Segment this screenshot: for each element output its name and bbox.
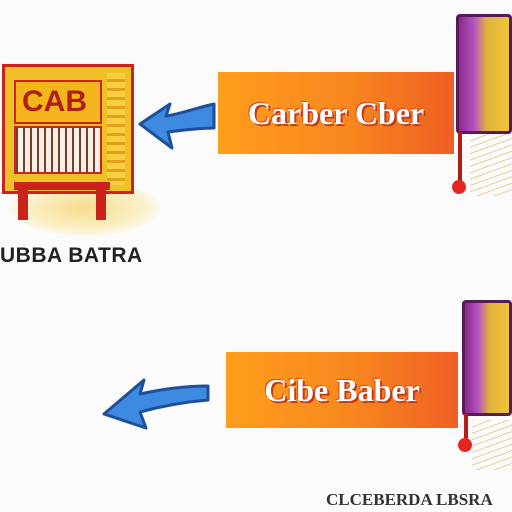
- top-kiosk-pole: [458, 132, 462, 184]
- bottom-banner: Cibe Baber: [226, 352, 458, 428]
- cabinet-sign: CAB: [14, 80, 102, 124]
- top-kiosk-foot: [452, 180, 466, 194]
- bottom-arrow-icon: [102, 378, 210, 430]
- bottom-banner-text: Cibe Baber: [264, 371, 420, 408]
- cabinet-leg-left: [18, 184, 28, 220]
- bottom-kiosk-pole: [464, 414, 468, 444]
- cabinet-side-stripes: [107, 73, 125, 185]
- cabinet-caption: UBBA BATRA: [0, 244, 143, 267]
- bottom-right-caption: CLCEBERDA LBSRA: [326, 490, 493, 509]
- bottom-kiosk-sketch: [472, 420, 512, 470]
- top-kiosk-body: [456, 14, 512, 134]
- bottom-kiosk-foot: [458, 438, 472, 452]
- top-kiosk: [452, 14, 512, 194]
- top-arrow-icon: [138, 102, 216, 150]
- cabinet-racks: [14, 126, 102, 174]
- cabinet-base: [14, 182, 110, 190]
- bottom-kiosk-body: [462, 300, 512, 416]
- bottom-kiosk: [458, 300, 512, 452]
- top-banner: Carber Cber: [218, 72, 454, 154]
- top-banner-text: Carber Cber: [247, 94, 425, 131]
- top-kiosk-sketch: [470, 134, 512, 196]
- cabinet-leg-right: [96, 184, 106, 220]
